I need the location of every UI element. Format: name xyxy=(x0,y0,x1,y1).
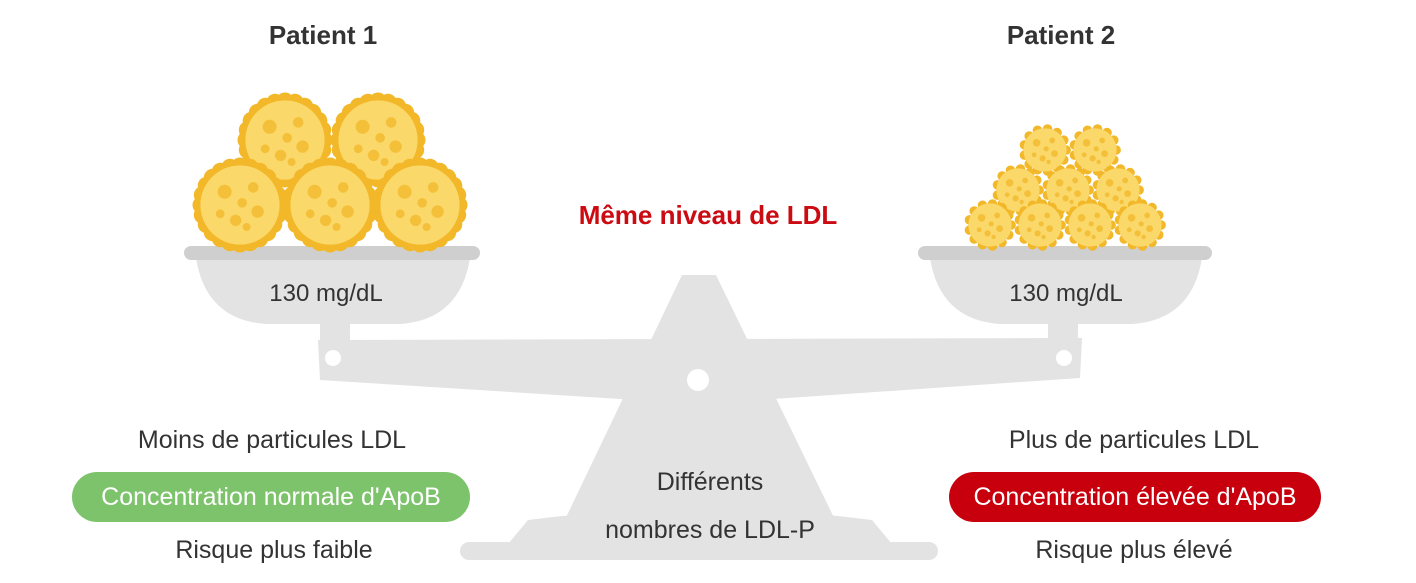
patient-1-particle-text: Moins de particules LDL xyxy=(137,426,407,454)
beam-pivot xyxy=(687,369,709,391)
patient-2-particle-text: Plus de particules LDL xyxy=(1008,426,1260,454)
high-apob-badge: Concentration élevée d'ApoB xyxy=(949,472,1321,522)
left-ldl-particles xyxy=(192,92,468,253)
scale-foot xyxy=(460,542,938,560)
patient-2-ldl-amount: 130 mg/dL xyxy=(1009,280,1123,307)
patient-1-risk-text: Risque plus faible xyxy=(175,536,373,564)
large-ldl-particle-icon xyxy=(372,157,468,253)
normal-apob-badge: Concentration normale d'ApoB xyxy=(72,472,470,522)
small-ldl-particle-icon xyxy=(1014,199,1066,251)
small-ldl-particle-icon xyxy=(1019,124,1071,176)
patient-2-title: Patient 2 xyxy=(1006,20,1116,50)
same-ldl-heading: Même niveau de LDL xyxy=(578,200,838,230)
small-ldl-particle-icon xyxy=(964,199,1016,251)
large-ldl-particle-icon xyxy=(282,157,378,253)
small-ldl-particle-icon xyxy=(1069,124,1121,176)
right-pan-bowl xyxy=(930,258,1202,324)
right-hanger-pin xyxy=(1056,350,1072,366)
center-note-line-2: nombres de LDL-P xyxy=(605,516,815,544)
left-pan-bowl xyxy=(196,258,470,324)
center-note-line-1: Différents xyxy=(656,468,764,496)
right-pan-rim xyxy=(918,246,1212,260)
large-ldl-particle-icon xyxy=(192,157,288,253)
small-ldl-particle-icon xyxy=(1064,199,1116,251)
small-ldl-particle-icon xyxy=(1114,199,1166,251)
right-ldl-particles xyxy=(964,124,1166,251)
patient-1-ldl-amount: 130 mg/dL xyxy=(269,280,383,307)
patient-2-risk-text: Risque plus élevé xyxy=(1035,536,1233,564)
left-hanger-pin xyxy=(325,350,341,366)
patient-1-title: Patient 1 xyxy=(268,20,378,50)
